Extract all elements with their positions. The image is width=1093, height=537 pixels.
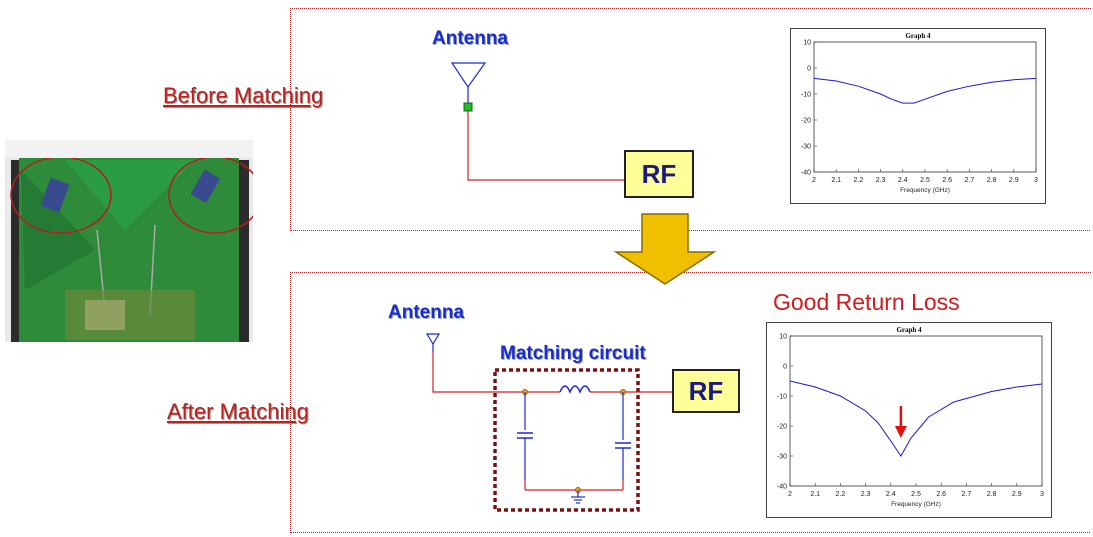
y-tick-label: -40 — [777, 484, 787, 491]
x-tick-label: 2.1 — [831, 177, 841, 184]
x-tick-label: 2.5 — [911, 491, 921, 498]
antenna-label-before: Antenna — [432, 28, 508, 49]
chart-title: Graph 4 — [896, 326, 922, 334]
x-tick-label: 2 — [788, 491, 792, 498]
x-tick-label: 2.9 — [1012, 491, 1022, 498]
after-schematic — [425, 333, 675, 512]
pcb-photo — [5, 140, 262, 342]
y-tick-label: -40 — [801, 170, 811, 177]
x-tick-label: 2.6 — [942, 177, 952, 184]
antenna-icon — [450, 62, 487, 89]
after-section-bottom — [290, 532, 1090, 533]
chart-title: Graph 4 — [905, 32, 931, 40]
x-tick-label: 2.7 — [962, 491, 972, 498]
x-tick-label: 2.3 — [861, 491, 871, 498]
y-tick-label: -30 — [801, 144, 811, 151]
x-tick-label: 2.8 — [987, 491, 997, 498]
x-axis-label: Frequency (GHz) — [891, 501, 941, 508]
matching-circuit-box — [493, 368, 640, 512]
y-tick-label: -30 — [777, 454, 787, 461]
y-tick-label: -20 — [801, 118, 811, 125]
x-tick-label: 2.3 — [876, 177, 886, 184]
rf-block-after: RF — [672, 369, 740, 413]
x-axis-label: Frequency (GHz) — [900, 187, 950, 194]
before-section-bottom — [290, 230, 1090, 231]
x-tick-label: 2.2 — [836, 491, 846, 498]
x-tick-label: 2.6 — [936, 491, 946, 498]
y-tick-label: -20 — [777, 424, 787, 431]
inductor-icon — [559, 385, 591, 394]
x-tick-label: 2.2 — [854, 177, 864, 184]
y-tick-label: 10 — [803, 40, 811, 47]
good-return-loss-label: Good Return Loss — [773, 289, 960, 315]
connector-node — [463, 102, 473, 112]
red-arrow-icon — [894, 426, 907, 438]
after-section-frame — [290, 272, 1091, 533]
matching-circuit-label: Matching circuit — [500, 343, 646, 364]
after-matching-label: After Matching — [167, 399, 309, 424]
y-tick-label: 10 — [779, 334, 787, 341]
return-loss-chart-after: Graph 4 2 2.1 2.2 2.3 2.4 2.5 2.6 2.7 2.8 2.9 3 10 0 -… — [766, 322, 1052, 518]
x-tick-label: 2.5 — [920, 177, 930, 184]
y-tick-label: 0 — [807, 66, 811, 73]
x-tick-label: 2.7 — [965, 177, 975, 184]
x-tick-label: 2.4 — [898, 177, 908, 184]
x-tick-label: 2.1 — [810, 491, 820, 498]
plot-area — [813, 41, 1037, 173]
antenna-icon-small — [425, 333, 441, 346]
rf-block-before: RF — [624, 150, 694, 198]
before-section-frame — [290, 8, 1091, 231]
x-tick-label: 3 — [1040, 491, 1044, 498]
series-line-0 — [813, 77, 1037, 104]
plot-area — [789, 335, 1043, 487]
x-tick-label: 2.4 — [886, 491, 896, 498]
down-arrow-icon — [613, 213, 717, 285]
y-tick-label: -10 — [801, 92, 811, 99]
rf-trace-before — [467, 111, 630, 181]
antenna-label-after: Antenna — [388, 302, 464, 323]
before-matching-label: Before Matching — [163, 83, 324, 108]
before-schematic — [450, 62, 630, 181]
x-tick-label: 2.8 — [987, 177, 997, 184]
x-tick-label: 3 — [1034, 177, 1038, 184]
return-loss-chart-before: Graph 4 2 2.1 2.2 2.3 2.4 2.5 2.6 2.7 2.8 2.9 3 10 0 -… — [790, 28, 1046, 204]
series-line-0 — [789, 380, 1043, 457]
x-tick-label: 2 — [812, 177, 816, 184]
y-tick-label: 0 — [783, 364, 787, 371]
y-tick-label: -10 — [777, 394, 787, 401]
x-tick-label: 2.9 — [1009, 177, 1019, 184]
